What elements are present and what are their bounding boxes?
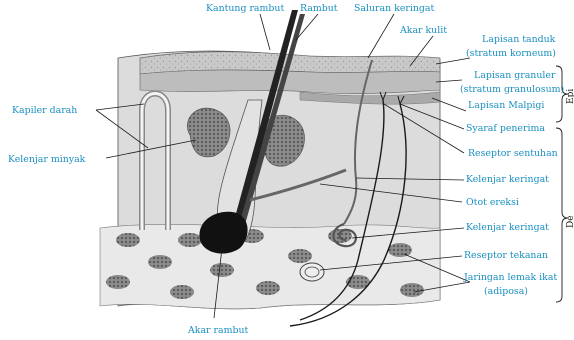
label-jaringan-lemak-latin: (adiposa) — [484, 286, 528, 297]
skin-block — [100, 10, 440, 326]
label-reseptor-sentuhan: Reseptor sentuhan — [468, 148, 558, 159]
label-otot-ereksi: Otot ereksi — [466, 197, 519, 208]
epidermis-bracket-label: Epi — [566, 89, 574, 104]
dermis-bracket-label: De — [566, 215, 574, 228]
label-kelenjar-keringat-2: Kelenjar keringat — [466, 222, 549, 233]
label-lapisan-tanduk: Lapisan tanduk — [482, 34, 556, 45]
label-kelenjar-keringat: Kelenjar keringat — [466, 174, 549, 185]
label-jaringan-lemak: Jaringan lemak ikat — [463, 272, 557, 283]
label-lapisan-granuler-latin: (stratum granulosum) — [460, 84, 564, 95]
pacinian-corpuscle — [300, 263, 324, 281]
label-akar-rambut: Akar rambut — [187, 325, 249, 336]
label-syaraf-penerima: Syaraf penerima — [466, 123, 545, 134]
label-kapiler-darah: Kapiler darah — [12, 105, 77, 116]
label-lapisan-malpigi: Lapisan Malpigi — [468, 100, 544, 111]
dermis-bracket — [556, 128, 568, 302]
label-lapisan-tanduk-latin: (stratum korneum) — [466, 48, 556, 59]
label-akar-kulit: Akar kulit — [399, 25, 447, 36]
label-rambut: Rambut — [300, 3, 338, 14]
layer-brackets: Epi De — [556, 66, 574, 302]
label-kelenjar-minyak: Kelenjar minyak — [8, 154, 86, 165]
stratum-granulosum — [140, 70, 440, 94]
label-lapisan-granuler: Lapisan granuler — [474, 70, 556, 81]
label-reseptor-tekanan: Reseptor tekanan — [464, 250, 548, 261]
label-saluran-keringat: Saluran keringat — [354, 3, 434, 14]
label-kantung-rambut: Kantung rambut — [206, 3, 284, 14]
